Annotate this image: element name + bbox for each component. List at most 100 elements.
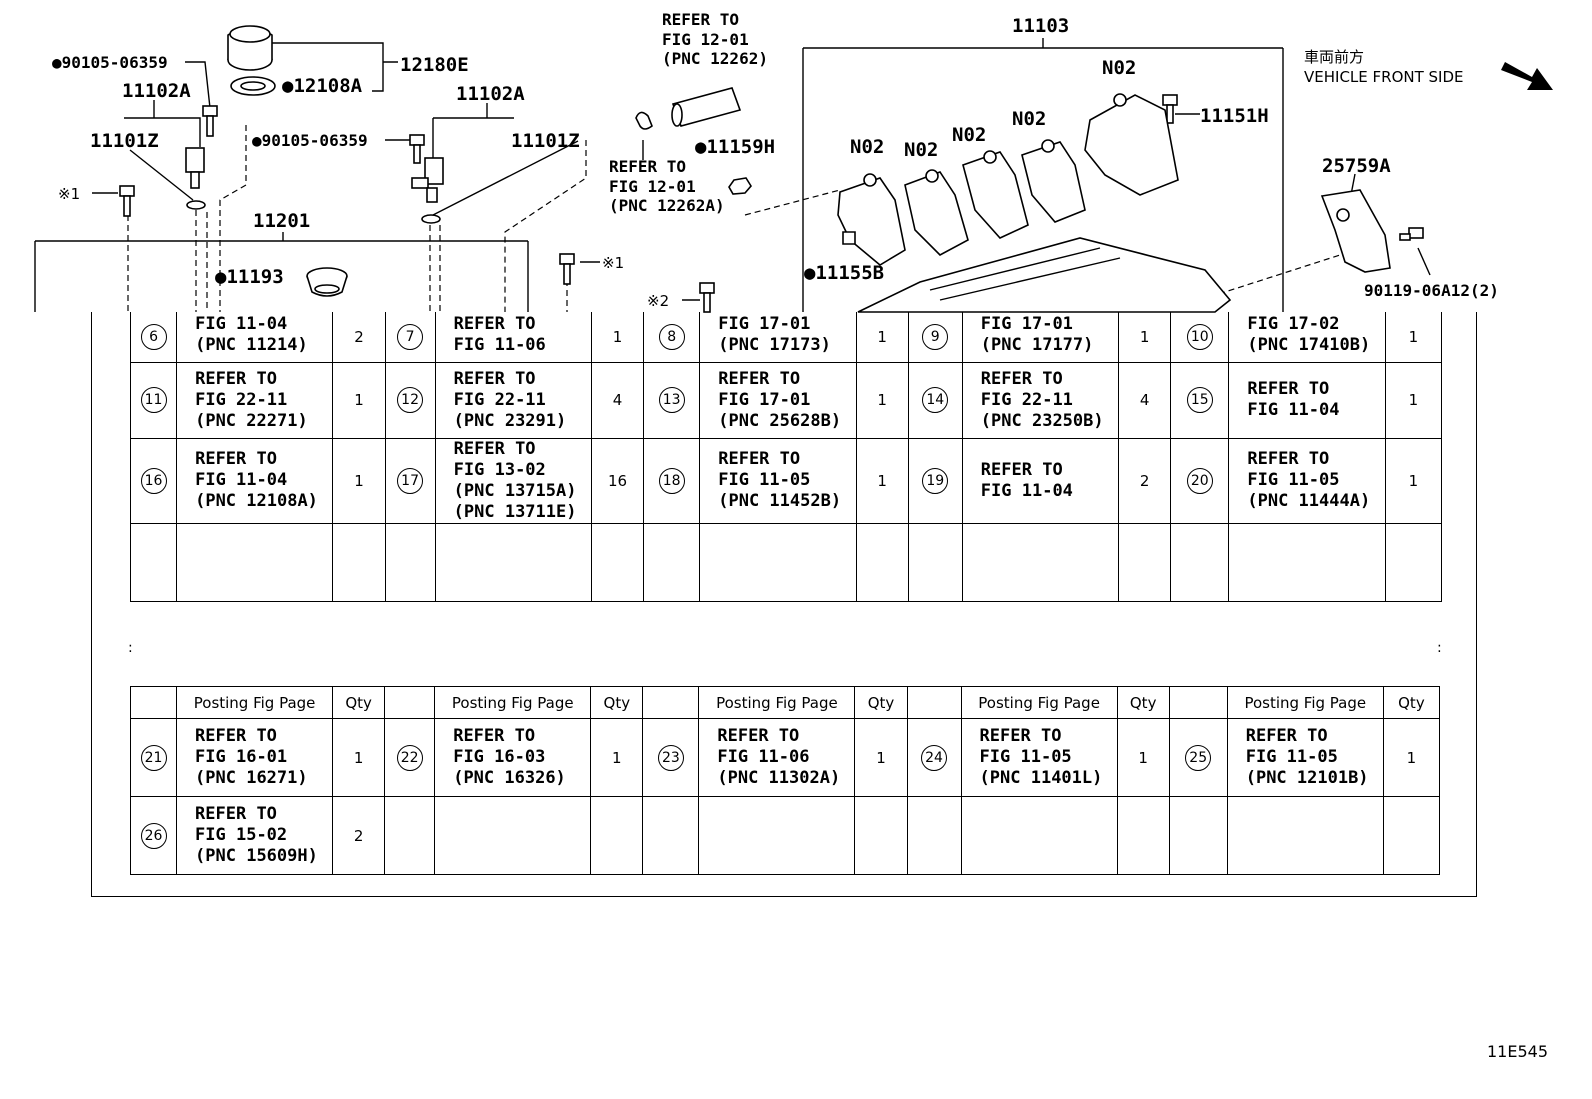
item-number-circle: 26 bbox=[140, 822, 167, 849]
callout-90119: 90119-06A12(2) bbox=[1364, 281, 1499, 300]
item-number-cell: 23 bbox=[642, 718, 700, 797]
reference-cell: REFER TO FIG 16-01 (PNC 16271) bbox=[176, 718, 334, 797]
item-number-cell: 6 bbox=[129, 312, 178, 363]
item-number-circle: 12 bbox=[397, 387, 424, 413]
item-number-circle: 6 bbox=[140, 323, 167, 350]
item-number-circle: 24 bbox=[921, 744, 948, 771]
item-number-cell: 25 bbox=[1168, 718, 1228, 797]
item-number-cell bbox=[907, 522, 963, 602]
reference-cell: REFER TO FIG 22-11 (PNC 23291) bbox=[434, 361, 593, 439]
refer-top-line1: REFER TO bbox=[662, 10, 739, 29]
qty-cell bbox=[1116, 796, 1170, 875]
callout-n02: N02 bbox=[850, 136, 884, 158]
reference-cell: REFER TO FIG 11-05 (PNC 11444A) bbox=[1228, 437, 1386, 524]
qty-cell: 1 bbox=[1382, 718, 1441, 797]
item-number-cell: 9 bbox=[907, 312, 963, 363]
header-blank-cell bbox=[642, 686, 700, 719]
nut-icon bbox=[728, 177, 752, 195]
header-posting-fig-page: Posting Fig Page bbox=[434, 686, 592, 719]
reference-cell: FIG 17-01 (PNC 17177) bbox=[961, 312, 1120, 363]
refer-top-line3: (PNC 12262) bbox=[662, 49, 768, 68]
reference-cell: REFER TO FIG 11-04 (PNC 12108A) bbox=[176, 437, 334, 524]
callout-11101Z-left: 11101Z bbox=[90, 130, 159, 152]
header-posting-fig-page: Posting Fig Page bbox=[1226, 686, 1384, 719]
qty-cell bbox=[332, 522, 386, 602]
qty-cell: 2 bbox=[332, 796, 386, 875]
reference-cell: REFER TO FIG 11-06 bbox=[434, 312, 593, 363]
reference-cell: FIG 17-01 (PNC 17173) bbox=[699, 312, 857, 363]
item-number-cell: 11 bbox=[129, 361, 178, 439]
callout-11101Z-right: 11101Z bbox=[511, 130, 580, 152]
reference-cell: REFER TO FIG 11-05 (PNC 11401L) bbox=[960, 718, 1118, 797]
note-mark-1: ※1 bbox=[58, 185, 80, 203]
note-mark-1: ※1 bbox=[602, 254, 624, 272]
item-number-circle: 10 bbox=[1186, 323, 1213, 350]
reference-cell bbox=[1226, 796, 1384, 875]
reference-cell bbox=[961, 522, 1120, 602]
header-posting-fig-page: Posting Fig Page bbox=[176, 686, 334, 719]
refer-mid-line3: (PNC 12262A) bbox=[609, 196, 725, 215]
header-blank-cell bbox=[384, 686, 436, 719]
reference-cell: REFER TO FIG 17-01 (PNC 25628B) bbox=[699, 361, 857, 439]
header-qty: Qty bbox=[332, 686, 386, 719]
reference-cell: REFER TO FIG 11-05 (PNC 11452B) bbox=[699, 437, 857, 524]
item-number-cell bbox=[129, 522, 178, 602]
item-number-cell: 21 bbox=[129, 718, 178, 797]
callout-11193: ●11193 bbox=[215, 266, 284, 288]
header-qty: Qty bbox=[854, 686, 908, 719]
qty-cell bbox=[590, 522, 645, 602]
item-number-circle: 15 bbox=[1186, 387, 1213, 413]
qty-cell bbox=[1382, 796, 1441, 875]
qty-cell: 1 bbox=[855, 361, 909, 439]
qty-cell: 1 bbox=[855, 437, 909, 524]
continuation-dots: : bbox=[128, 640, 133, 656]
vehicle-front-jp: 車両前方 bbox=[1304, 48, 1364, 66]
reference-cell bbox=[698, 796, 856, 875]
callout-12180E: 12180E bbox=[400, 54, 469, 76]
callout-90105-left: ●90105-06359 bbox=[52, 53, 168, 72]
vehicle-front-arrow-icon bbox=[1501, 62, 1553, 90]
reference-cell: REFER TO FIG 11-04 bbox=[1228, 361, 1386, 439]
qty-cell bbox=[854, 796, 908, 875]
header-posting-fig-page: Posting Fig Page bbox=[960, 686, 1118, 719]
cylinder-head-icon bbox=[857, 237, 1232, 313]
item-number-circle: 8 bbox=[658, 323, 685, 350]
qty-cell: 4 bbox=[590, 361, 645, 439]
callout-n02: N02 bbox=[1102, 57, 1136, 79]
reference-cell: FIG 11-04 (PNC 11214) bbox=[176, 312, 334, 363]
reference-cell bbox=[434, 522, 593, 602]
refer-mid-line2: FIG 12-01 bbox=[609, 177, 696, 196]
item-number-cell: 22 bbox=[384, 718, 436, 797]
header-blank-cell bbox=[1168, 686, 1228, 719]
callout-n02: N02 bbox=[952, 124, 986, 146]
item-number-cell: 13 bbox=[643, 361, 701, 439]
callout-11159H: ●11159H bbox=[695, 136, 775, 158]
item-number-circle: 23 bbox=[657, 744, 684, 771]
item-number-circle: 25 bbox=[1185, 744, 1212, 771]
reference-cell: FIG 17-02 (PNC 17410B) bbox=[1228, 312, 1386, 363]
reference-cell bbox=[1228, 522, 1386, 602]
qty-cell: 16 bbox=[590, 437, 645, 524]
item-number-cell: 8 bbox=[643, 312, 701, 363]
callout-25759A: 25759A bbox=[1322, 155, 1391, 177]
item-number-cell bbox=[906, 796, 962, 875]
oil-filler-cap-icon bbox=[227, 25, 273, 71]
header-blank-cell bbox=[129, 686, 178, 719]
header-qty: Qty bbox=[1382, 686, 1441, 719]
note-mark-2: ※2 bbox=[647, 292, 669, 310]
qty-cell: 1 bbox=[332, 437, 386, 524]
qty-cell: 1 bbox=[590, 312, 645, 363]
gasket-ring-icon bbox=[230, 76, 276, 96]
item-number-circle: 19 bbox=[922, 467, 949, 494]
item-number-cell: 20 bbox=[1170, 437, 1230, 524]
reference-cell: REFER TO FIG 16-03 (PNC 16326) bbox=[434, 718, 592, 797]
qty-cell: 2 bbox=[332, 312, 386, 363]
qty-cell: 2 bbox=[1118, 437, 1172, 524]
reference-cell: REFER TO FIG 15-02 (PNC 15609H) bbox=[176, 796, 334, 875]
qty-cell: 1 bbox=[1118, 312, 1172, 363]
item-number-cell: 17 bbox=[384, 437, 436, 524]
